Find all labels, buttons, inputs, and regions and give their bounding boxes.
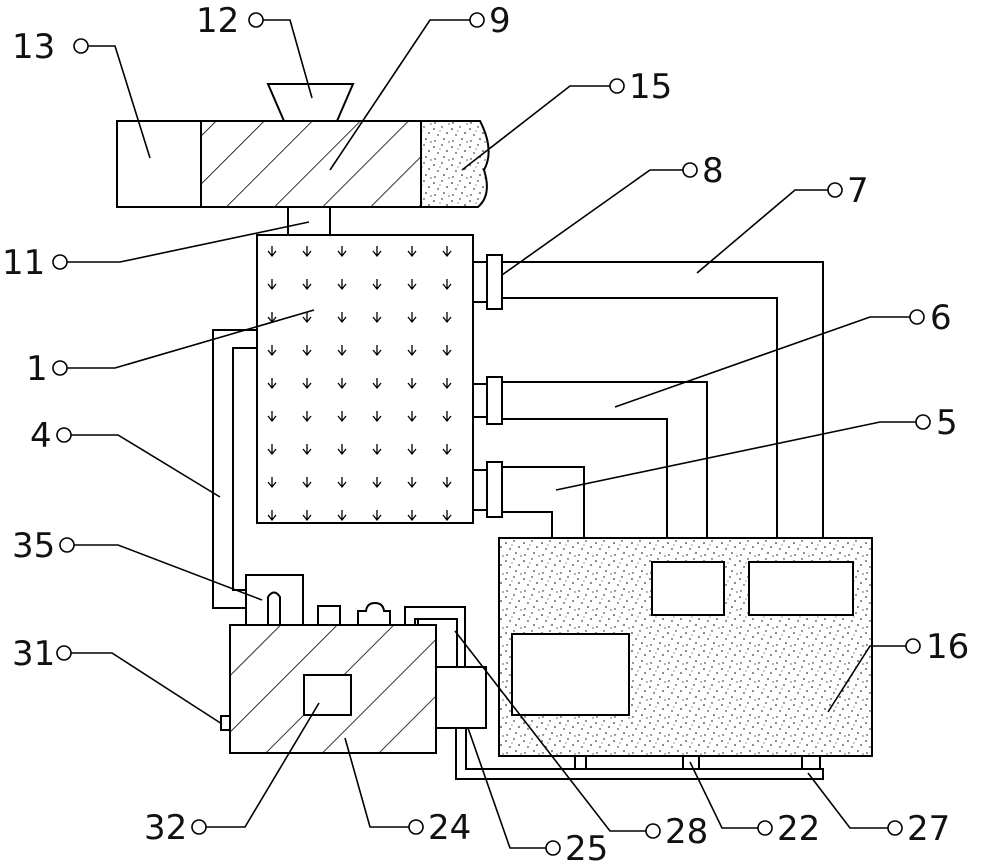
label-27: 27 (907, 809, 950, 849)
label-5: 5 (936, 403, 958, 443)
cap-35 (245, 574, 304, 626)
label-15: 15 (629, 67, 672, 107)
port-8-body (486, 254, 503, 310)
tank-body (256, 234, 474, 524)
port-5-body (486, 461, 503, 518)
pipes (502, 261, 824, 538)
connector-11 (287, 206, 331, 236)
pipe-4 (212, 329, 257, 609)
motor-block-13 (116, 120, 202, 208)
foot-22-a (574, 755, 587, 770)
screw-conveyor-9 (200, 120, 422, 208)
label-4: 4 (30, 416, 52, 456)
label-24: 24 (428, 808, 471, 848)
knob-round (357, 601, 391, 625)
label-31: 31 (12, 634, 55, 674)
side-tab-31 (220, 715, 231, 731)
hopper-12 (266, 83, 355, 122)
label-13: 13 (12, 27, 55, 67)
label-28: 28 (665, 812, 708, 852)
leader-lines (67, 19, 916, 849)
material-15 (420, 120, 490, 208)
display-window-2 (748, 561, 854, 616)
knob-small (317, 605, 341, 626)
feeder-assembly (116, 83, 490, 236)
control-box-16 (498, 537, 873, 757)
callout-labels: 13 12 9 15 8 7 6 5 11 1 4 35 31 16 32 24… (2, 1, 969, 865)
label-12: 12 (196, 1, 239, 41)
label-6: 6 (930, 298, 952, 338)
port-5-flange (472, 469, 488, 511)
lower-unit (220, 574, 487, 754)
label-11: 11 (2, 243, 45, 283)
label-1: 1 (26, 349, 48, 389)
label-16: 16 (926, 627, 969, 667)
label-8: 8 (702, 151, 724, 191)
foot-22-c (801, 755, 821, 770)
label-22: 22 (777, 809, 820, 849)
ports (472, 254, 503, 518)
label-25: 25 (565, 829, 608, 865)
port-8-flange (472, 261, 488, 303)
label-7: 7 (847, 171, 869, 211)
port-6-body (486, 376, 503, 425)
callout-circles (52, 12, 931, 856)
display-window-1 (651, 561, 725, 616)
port-6-flange (472, 383, 488, 418)
pump-25 (435, 666, 487, 729)
tank-1 (256, 234, 474, 524)
nozzle-35 (267, 591, 281, 625)
window-32 (303, 674, 352, 716)
label-35: 35 (12, 526, 55, 566)
label-9: 9 (489, 1, 511, 41)
label-32: 32 (144, 808, 187, 848)
display-window-3 (511, 633, 630, 716)
outlet-28 (404, 606, 466, 667)
